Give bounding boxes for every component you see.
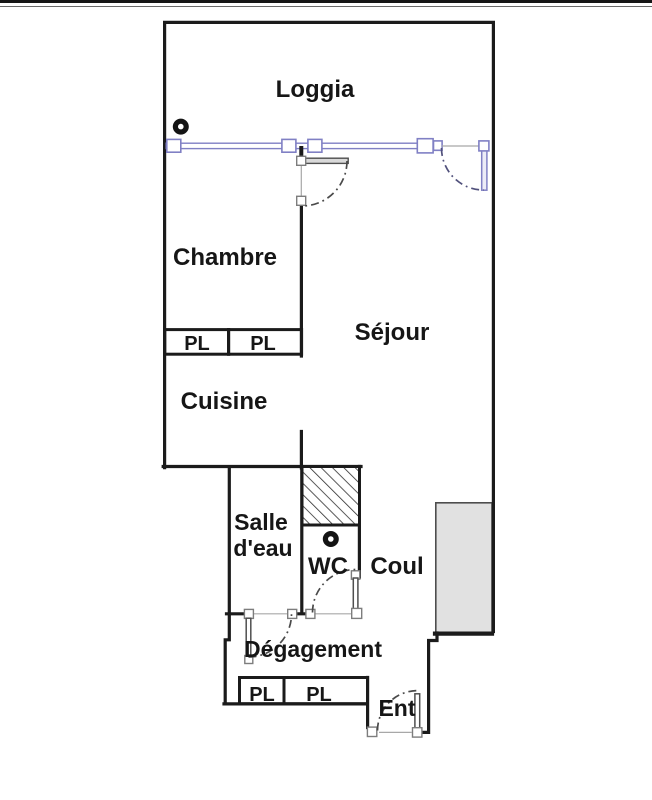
- window-mullion: [416, 137, 434, 154]
- salle-eau-door-swing-arc: [248, 613, 293, 658]
- door-jamb-marker: [411, 727, 423, 738]
- room-label-loggia: Loggia: [276, 76, 355, 103]
- room-label-salle-eau-line2: d'eau: [233, 535, 292, 561]
- entry-door-leaf: [414, 693, 421, 733]
- chambre-loggia-door-swing-arc: [301, 160, 348, 207]
- round-vent-icon: [322, 530, 339, 547]
- closet-bottom-right-box: [282, 676, 369, 706]
- duct-hatched-box: [300, 465, 361, 527]
- loggia-door-swing-arc: [440, 147, 484, 191]
- door-hinge-post: [478, 140, 490, 152]
- room-label-coul: Coul: [370, 553, 423, 580]
- closet-row-top: [163, 328, 304, 356]
- room-label-ent: Ent: [378, 695, 415, 721]
- entry-door-swing-arc: [376, 689, 418, 731]
- door-jamb-marker: [366, 726, 378, 738]
- page-top-rule: [0, 0, 652, 7]
- door-opening-lines: [253, 145, 480, 733]
- loggia-window-band: [165, 142, 433, 150]
- closet-label-top-left: PL: [184, 333, 210, 355]
- window-mullion: [307, 138, 323, 153]
- closet-label-bottom-right: PL: [306, 684, 332, 706]
- chambre-loggia-door-leaf: [304, 157, 349, 165]
- room-label-salle-eau-line1: Salle: [234, 509, 288, 535]
- room-label-sejour: Séjour: [355, 319, 430, 346]
- door-leaf-end-marker: [244, 654, 254, 665]
- door-jamb-marker: [351, 607, 363, 620]
- wc-door-swing-arc: [311, 568, 356, 613]
- closet-label-bottom-left: PL: [249, 684, 275, 706]
- door-jamb-marker: [243, 608, 255, 620]
- loggia-door-leaf: [480, 145, 488, 191]
- round-vent-icon: [172, 118, 189, 135]
- door-jamb-marker: [305, 608, 316, 620]
- room-label-chambre: Chambre: [173, 244, 277, 271]
- room-label-cuisine: Cuisine: [181, 388, 268, 415]
- stairwell-gray-block: [434, 501, 493, 634]
- door-jamb-marker: [296, 195, 307, 207]
- door-jamb-marker: [296, 155, 307, 167]
- door-jamb-marker: [287, 608, 298, 620]
- wc-door-leaf: [352, 577, 359, 613]
- window-mullion: [281, 138, 297, 153]
- room-label-wc: WC: [308, 553, 348, 580]
- window-mullion: [166, 138, 182, 153]
- closet-label-top-right: PL: [250, 333, 276, 355]
- room-label-degagement: Dégagement: [244, 636, 382, 662]
